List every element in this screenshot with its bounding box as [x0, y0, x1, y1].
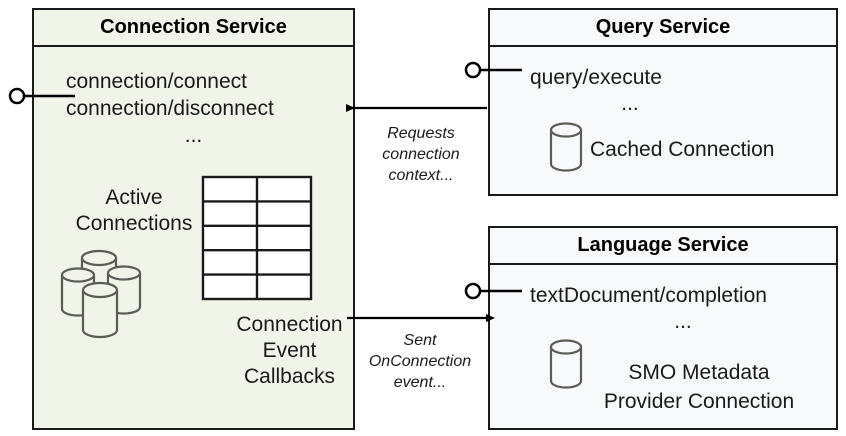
edge-label-top-line1: Requests — [387, 125, 455, 142]
edge-label-sent-onconnection-event: Sent OnConnection event... — [352, 330, 488, 393]
edge-label-top-line2: connection — [382, 146, 460, 163]
edge-label-bottom-line1: Sent — [403, 332, 437, 349]
query-service-body: query/execute ... Cached Connection — [490, 47, 836, 194]
connection-service-api-ellipsis: ... — [184, 124, 203, 147]
smo-label-line2: Provider Connection — [603, 390, 795, 413]
language-service-title: Language Service — [577, 234, 749, 256]
active-connections-label-line1: Active — [105, 186, 163, 209]
connection-service-header: Connection Service — [34, 10, 353, 47]
smo-label-line1: SMO Metadata — [628, 361, 770, 384]
active-connections-label: Active Connections — [56, 185, 212, 237]
connection-service-api-connect: connection/connect — [66, 70, 247, 93]
edge-label-top-line3: context... — [388, 167, 454, 184]
edge-label-requests-connection-context: Requests connection context... — [356, 123, 486, 186]
query-service-api-execute: query/execute — [530, 66, 662, 89]
active-connections-label-line2: Connections — [75, 212, 193, 235]
component-query-service[interactable]: Query Service query/execute ... Cached C… — [488, 8, 838, 196]
callbacks-label-line2: Event — [262, 339, 317, 362]
language-service-header: Language Service — [490, 228, 836, 265]
language-service-api-ellipsis: ... — [674, 310, 692, 333]
component-connection-service[interactable]: Connection Service connection/connect co… — [32, 8, 355, 430]
edge-label-bottom-line3: event... — [393, 374, 447, 391]
connection-event-callbacks-label: Connection Event Callbacks — [207, 312, 372, 390]
callbacks-label-line3: Callbacks — [243, 365, 336, 388]
query-service-api-ellipsis: ... — [621, 92, 639, 115]
component-language-service[interactable]: Language Service textDocument/completion… — [488, 226, 838, 430]
edge-label-bottom-line2: OnConnection — [368, 353, 472, 370]
query-service-title: Query Service — [595, 16, 731, 38]
smo-metadata-provider-connection-label: SMO Metadata Provider Connection — [574, 358, 824, 416]
connection-service-api-disconnect: connection/disconnect — [66, 97, 274, 120]
cached-connection-label: Cached Connection — [590, 138, 775, 161]
language-service-api-completion: textDocument/completion — [530, 284, 767, 307]
query-service-header: Query Service — [490, 10, 836, 47]
connection-service-title: Connection Service — [100, 16, 287, 38]
language-service-body: textDocument/completion ... SMO Metadata… — [490, 265, 836, 428]
callbacks-label-line1: Connection — [236, 313, 343, 336]
connection-service-body: connection/connect connection/disconnect… — [34, 47, 353, 428]
